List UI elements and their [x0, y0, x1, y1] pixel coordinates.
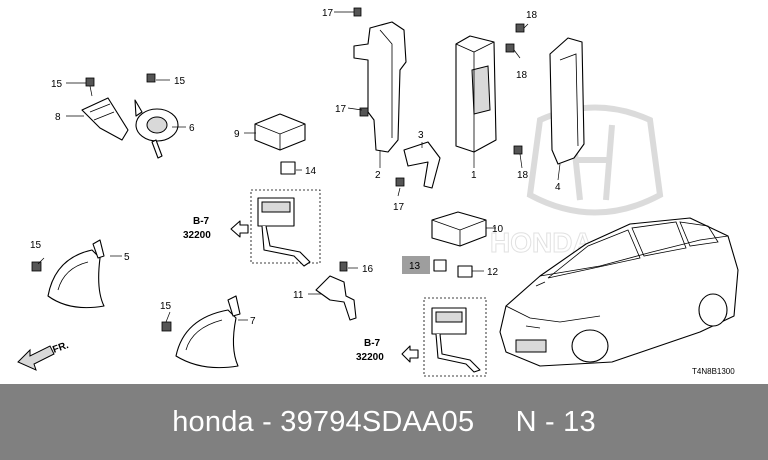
front-label: FR.: [51, 340, 70, 356]
callout-15d: 15: [160, 301, 172, 312]
callout-10: 10: [492, 224, 504, 235]
callout-1: 1: [471, 170, 477, 181]
callout-labels: 17 15 15 8 6 9 14 17 2 3 17 1 18 18 18 4…: [30, 8, 561, 327]
callout-17b: 17: [335, 104, 347, 115]
reference-labels: B-7 32200 B-7 32200 FR. T4N8B1300: [51, 216, 735, 376]
front-direction-arrow: [17, 345, 55, 371]
callout-7: 7: [250, 316, 256, 327]
arrow-left-1: [230, 220, 249, 238]
horn-part-6: [134, 73, 179, 159]
relay-part-14: [280, 161, 296, 175]
exploded-view: HONDA: [17, 7, 739, 377]
reference-2-line-2: 32200: [356, 352, 384, 363]
diagram-code: T4N8B1300: [692, 367, 735, 376]
callout-11: 11: [293, 290, 304, 301]
caption-gap: [474, 406, 515, 439]
relay-part-13-highlighted: [402, 256, 447, 274]
bracket-part-4: [513, 37, 585, 165]
caption-brand: honda: [172, 405, 254, 438]
callout-8: 8: [55, 112, 61, 123]
caption-separator: -: [253, 405, 281, 438]
vehicle-outline: [499, 217, 739, 367]
callout-12: 12: [487, 267, 499, 278]
callout-17c: 17: [393, 202, 405, 213]
caption-bar: honda - 39794SDAA05 N - 13: [0, 384, 768, 460]
callout-18b: 18: [516, 70, 528, 81]
ecu-part-1: [455, 23, 525, 153]
callout-6: 6: [189, 123, 195, 134]
callout-18c: 18: [517, 170, 529, 181]
callout-18a: 18: [526, 10, 538, 21]
caption-position: N - 13: [515, 405, 596, 438]
highlight-box: [402, 256, 430, 274]
callout-15b: 15: [174, 76, 186, 87]
callout-15c: 15: [30, 240, 42, 251]
bracket-part-2: [353, 7, 407, 153]
horn-part-7: [161, 295, 241, 369]
arrow-left-2: [401, 345, 419, 363]
callout-4: 4: [555, 182, 561, 193]
callout-2: 2: [375, 170, 381, 181]
bracket-part-8: [81, 77, 129, 141]
callout-15a: 15: [51, 79, 63, 90]
bolt-part-16: [339, 261, 348, 272]
callout-14: 14: [305, 166, 317, 177]
callout-3: 3: [418, 130, 424, 141]
horn-part-5: [31, 239, 105, 309]
parts-diagram: HONDA: [17, 7, 739, 377]
callout-9: 9: [234, 129, 240, 140]
relay-connector-assembly-left: [250, 189, 321, 267]
control-unit-part-9: [254, 113, 306, 151]
leader-lines: [37, 11, 561, 323]
unit-part-10: [431, 211, 487, 247]
relay-part-12: [457, 265, 473, 278]
reference-1-line-1: B-7: [193, 216, 210, 227]
callout-16: 16: [362, 264, 374, 275]
reference-1-line-2: 32200: [183, 230, 211, 241]
relay-connector-assembly-right: [423, 297, 487, 377]
callout-13: 13: [409, 261, 421, 272]
callout-5: 5: [124, 252, 130, 263]
callout-17a: 17: [322, 8, 334, 19]
caption-part-number: 39794SDAA05: [280, 405, 475, 438]
bracket-part-11: [315, 275, 357, 321]
bracket-part-3: [395, 141, 441, 189]
reference-2-line-1: B-7: [364, 338, 381, 349]
